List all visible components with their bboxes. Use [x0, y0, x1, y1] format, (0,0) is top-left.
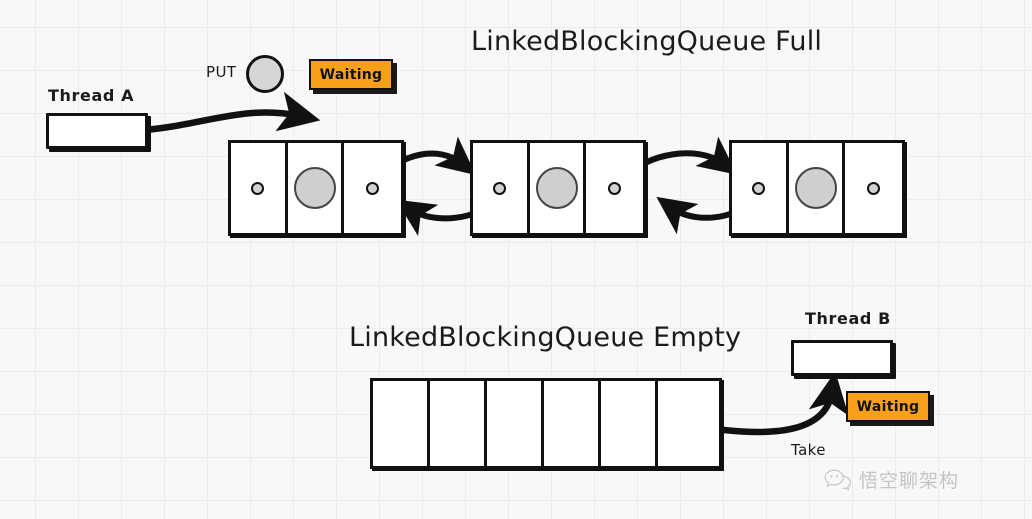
thread-a-box[interactable]: [46, 113, 148, 149]
prev-pointer-dot: [752, 181, 766, 195]
thread-a-label: Thread A: [48, 86, 135, 105]
node-data-cell: [288, 143, 345, 233]
node-data-cell: [530, 143, 587, 233]
data-element-dot: [293, 167, 336, 209]
empty-queue-cell[interactable]: [658, 381, 715, 466]
empty-queue-cell[interactable]: [544, 381, 601, 466]
next-pointer-dot: [867, 181, 881, 195]
queue-node[interactable]: [228, 140, 404, 236]
node-next-cell: [344, 143, 401, 233]
put-element-circle: [246, 55, 284, 93]
empty-queue-cell[interactable]: [430, 381, 487, 466]
node-data-cell: [789, 143, 846, 233]
data-element-dot: [794, 167, 837, 209]
put-arrow: [139, 91, 321, 134]
thread-b-label: Thread B: [805, 309, 891, 328]
full-queue-title: LinkedBlockingQueue Full: [471, 26, 823, 57]
watermark: 悟空聊架构: [824, 466, 959, 493]
empty-queue-cell[interactable]: [601, 381, 658, 466]
thread-b-status-badge: Waiting: [846, 391, 930, 422]
empty-queue[interactable]: [370, 378, 722, 469]
thread-b-box[interactable]: [791, 340, 893, 376]
put-label: PUT: [206, 63, 237, 81]
empty-queue-cell[interactable]: [373, 381, 430, 466]
wechat-icon: [824, 469, 852, 491]
queue-node[interactable]: [470, 140, 646, 236]
take-label: Take: [791, 441, 826, 459]
node-next-cell: [845, 143, 902, 233]
node-next-cell: [586, 143, 643, 233]
empty-queue-cell[interactable]: [487, 381, 544, 466]
node-prev-cell: [231, 143, 288, 233]
empty-queue-title: LinkedBlockingQueue Empty: [349, 322, 742, 353]
prev-pointer-dot: [251, 181, 265, 195]
data-element-dot: [535, 167, 578, 209]
queue-node[interactable]: [729, 140, 905, 236]
next-pointer-dot: [366, 181, 380, 195]
prev-pointer-dot: [493, 181, 507, 195]
node-prev-cell: [732, 143, 789, 233]
node-prev-cell: [473, 143, 530, 233]
thread-a-status-badge: Waiting: [309, 59, 393, 90]
take-arrow: [720, 371, 849, 436]
watermark-text: 悟空聊架构: [859, 470, 960, 492]
next-pointer-dot: [608, 181, 622, 195]
